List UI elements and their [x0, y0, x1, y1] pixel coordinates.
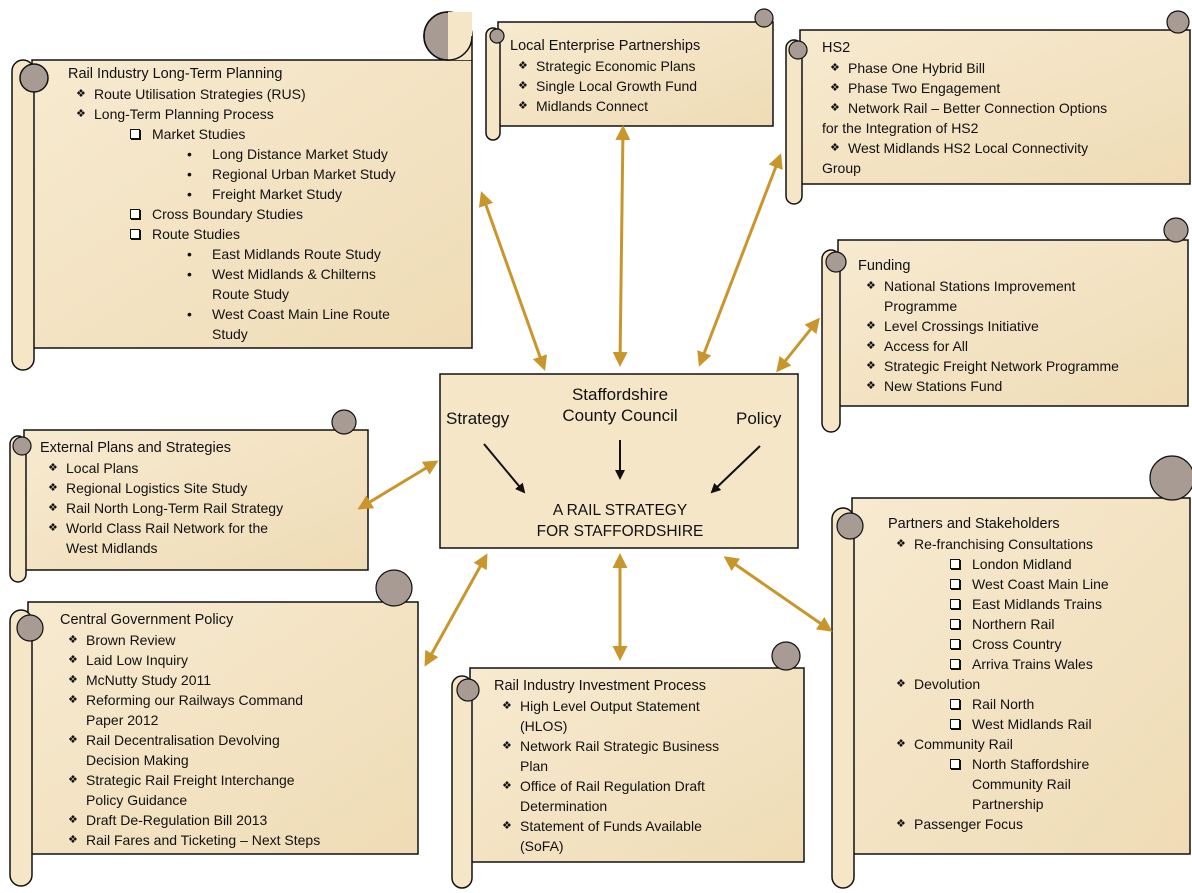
investment-title: Rail Industry Investment Process	[494, 678, 706, 694]
connector-long-term	[478, 191, 548, 371]
hs2-text: HS2 Phase One Hybrid Bill Phase Two Enga…	[822, 38, 1107, 178]
list-item-cont: West Midlands	[66, 540, 158, 556]
list-item: Reforming our Railways Command	[60, 690, 320, 710]
list-item: Brown Review	[60, 630, 320, 650]
list-item: Rail North Long-Term Rail Strategy	[40, 498, 283, 518]
list-item-cont: Group	[822, 160, 861, 176]
partners-title: Partners and Stakeholders	[888, 516, 1060, 532]
connector-funding	[776, 317, 820, 373]
list-item: Statement of Funds Available	[494, 816, 719, 836]
list-item: Rail Decentralisation Devolving	[60, 730, 320, 750]
list-item-cont: Policy Guidance	[86, 792, 188, 808]
connector-partners	[723, 556, 833, 632]
list-item-cont: Study	[212, 326, 248, 342]
strategy-label: Strategy	[446, 409, 510, 428]
list-item: Route Utilisation Strategies (RUS)	[68, 84, 396, 104]
list-item: Local Plans	[40, 458, 283, 478]
lep-title: Local Enterprise Partnerships	[510, 38, 701, 54]
list-item: Northern Rail	[888, 614, 1109, 634]
list-item: Devolution	[888, 674, 1109, 694]
central-title: Central Government Policy	[60, 612, 234, 628]
list-item: Strategic Economic Plans	[510, 56, 700, 76]
funding-title: Funding	[858, 258, 911, 274]
list-item: Cross Country	[888, 634, 1109, 654]
list-item: Re-franchising Consultations	[888, 534, 1109, 554]
list-item: Rail Fares and Ticketing – Next Steps	[60, 830, 320, 850]
list-item: London Midland	[888, 554, 1109, 574]
list-item: North Staffordshire	[888, 754, 1109, 774]
list-item: West Midlands HS2 Local Connectivity	[822, 138, 1107, 158]
funding-text: Funding National Stations Improvement Pr…	[858, 256, 1119, 396]
hs2-title: HS2	[822, 40, 851, 56]
list-item: Draft De-Regulation Bill 2013	[60, 810, 320, 830]
list-item: East Midlands Route Study	[68, 244, 396, 264]
list-item-cont: Programme	[884, 298, 958, 314]
list-item: Regional Logistics Site Study	[40, 478, 283, 498]
list-item: Network Rail Strategic Business	[494, 736, 719, 756]
list-item: Community Rail	[888, 734, 1109, 754]
connector-central	[424, 553, 488, 667]
list-item: Access for All	[858, 336, 1119, 356]
list-item: Passenger Focus	[888, 814, 1109, 834]
long-term-planning-text: Rail Industry Long-Term Planning Route U…	[68, 64, 396, 344]
list-item: Network Rail – Better Connection Options	[822, 98, 1107, 118]
long-term-title: Rail Industry Long-Term Planning	[68, 66, 283, 82]
list-item-cont: Partnership	[972, 796, 1044, 812]
list-item: High Level Output Statement	[494, 696, 719, 716]
list-item: Phase Two Engagement	[822, 78, 1107, 98]
list-item: Freight Market Study	[68, 184, 396, 204]
investment-text: Rail Industry Investment Process High Le…	[494, 676, 719, 856]
list-item: Arriva Trains Wales	[888, 654, 1109, 674]
list-item-cont: Plan	[520, 758, 549, 774]
external-plans-text: External Plans and Strategies Local Plan…	[40, 438, 283, 558]
list-item: Office of Rail Regulation Draft	[494, 776, 719, 796]
arrow-policy	[710, 445, 761, 494]
list-item: West Midlands & Chilterns	[68, 264, 396, 284]
connector-lep	[612, 125, 631, 367]
list-item-cont: Determination	[520, 798, 608, 814]
external-title: External Plans and Strategies	[40, 440, 232, 456]
list-item: Long-Term Planning Process	[68, 104, 396, 124]
list-item: Market Studies	[68, 124, 396, 144]
list-item: Strategic Freight Network Programme	[858, 356, 1119, 376]
council-title: Staffordshire County Council	[562, 385, 678, 425]
list-item-cont: (HLOS)	[520, 718, 568, 734]
list-item-cont: Paper 2012	[86, 712, 159, 728]
lep-text: Local Enterprise Partnerships Strategic …	[510, 36, 700, 116]
list-item: Single Local Growth Fund	[510, 76, 700, 96]
list-item: Level Crossings Initiative	[858, 316, 1119, 336]
rail-strategy-title: A RAIL STRATEGY FOR STAFFORDSHIRE	[536, 502, 704, 540]
list-item: National Stations Improvement	[858, 276, 1119, 296]
list-item-cont: Route Study	[212, 286, 290, 302]
list-item: McNutty Study 2011	[60, 670, 320, 690]
list-item: West Coast Main Line Route	[68, 304, 396, 324]
connector-external	[357, 460, 439, 510]
list-item: Strategic Rail Freight Interchange	[60, 770, 320, 790]
list-item: World Class Rail Network for the	[40, 518, 283, 538]
list-item-cont: (SoFA)	[520, 838, 564, 854]
list-item: West Midlands Rail	[888, 714, 1109, 734]
connector-hs2	[697, 153, 783, 367]
list-item: Laid Low Inquiry	[60, 650, 320, 670]
list-item-cont: Community Rail	[972, 776, 1071, 792]
central-government-text: Central Government Policy Brown Review L…	[60, 610, 320, 850]
list-item-cont: Decision Making	[86, 752, 189, 768]
list-item-cont: for the Integration of HS2	[822, 120, 979, 136]
policy-label: Policy	[736, 409, 782, 428]
list-item: West Coast Main Line	[888, 574, 1109, 594]
list-item: Cross Boundary Studies	[68, 204, 396, 224]
arrow-strategy	[483, 443, 526, 494]
list-item: Midlands Connect	[510, 96, 700, 116]
list-item: Long Distance Market Study	[68, 144, 396, 164]
list-item: Regional Urban Market Study	[68, 164, 396, 184]
list-item: Route Studies	[68, 224, 396, 244]
list-item: Rail North	[888, 694, 1109, 714]
list-item: Phase One Hybrid Bill	[822, 58, 1107, 78]
partners-text: Partners and Stakeholders Re-franchising…	[888, 514, 1109, 834]
list-item: East Midlands Trains	[888, 594, 1109, 614]
list-item: New Stations Fund	[858, 376, 1119, 396]
